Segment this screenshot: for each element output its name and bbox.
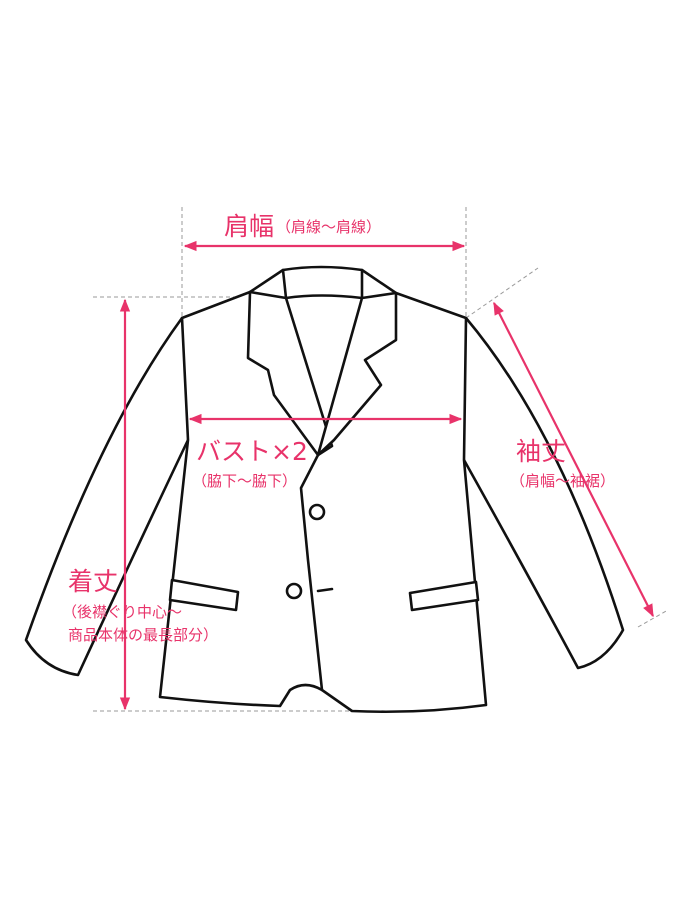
guide-sleeve-bottom: [637, 609, 669, 628]
button-bottom: [285, 582, 303, 600]
bust-label: バスト×2: [196, 437, 308, 466]
total-length-note-line1: （後襟ぐり中心～: [62, 603, 183, 621]
shoulder-width-label: 肩幅: [224, 212, 275, 241]
jacket-body: [158, 265, 488, 714]
right-pocket-flap: [408, 580, 480, 612]
guide-sleeve-top: [465, 267, 539, 319]
sleeve-length-label: 袖丈: [516, 437, 567, 466]
buttonhole: [316, 587, 334, 593]
left-pocket-flap: [168, 578, 240, 612]
measure-arrows: [119, 240, 654, 711]
inner-back-neck: [281, 268, 364, 300]
right-sleeve: [462, 316, 625, 670]
button-top: [308, 503, 326, 521]
bust-note: （脇下～脇下）: [192, 472, 298, 490]
front-opening: [299, 453, 324, 692]
total-length-note-line2: 商品本体の最長部分）: [68, 626, 219, 644]
left-sleeve: [24, 316, 190, 677]
shoulder-width-note: （肩線～肩線）: [276, 218, 382, 236]
sleeve-length-note: （肩幅～袖裾）: [510, 472, 616, 490]
sleeve-arrow: [493, 301, 654, 618]
total-length-label: 着丈: [68, 567, 119, 596]
